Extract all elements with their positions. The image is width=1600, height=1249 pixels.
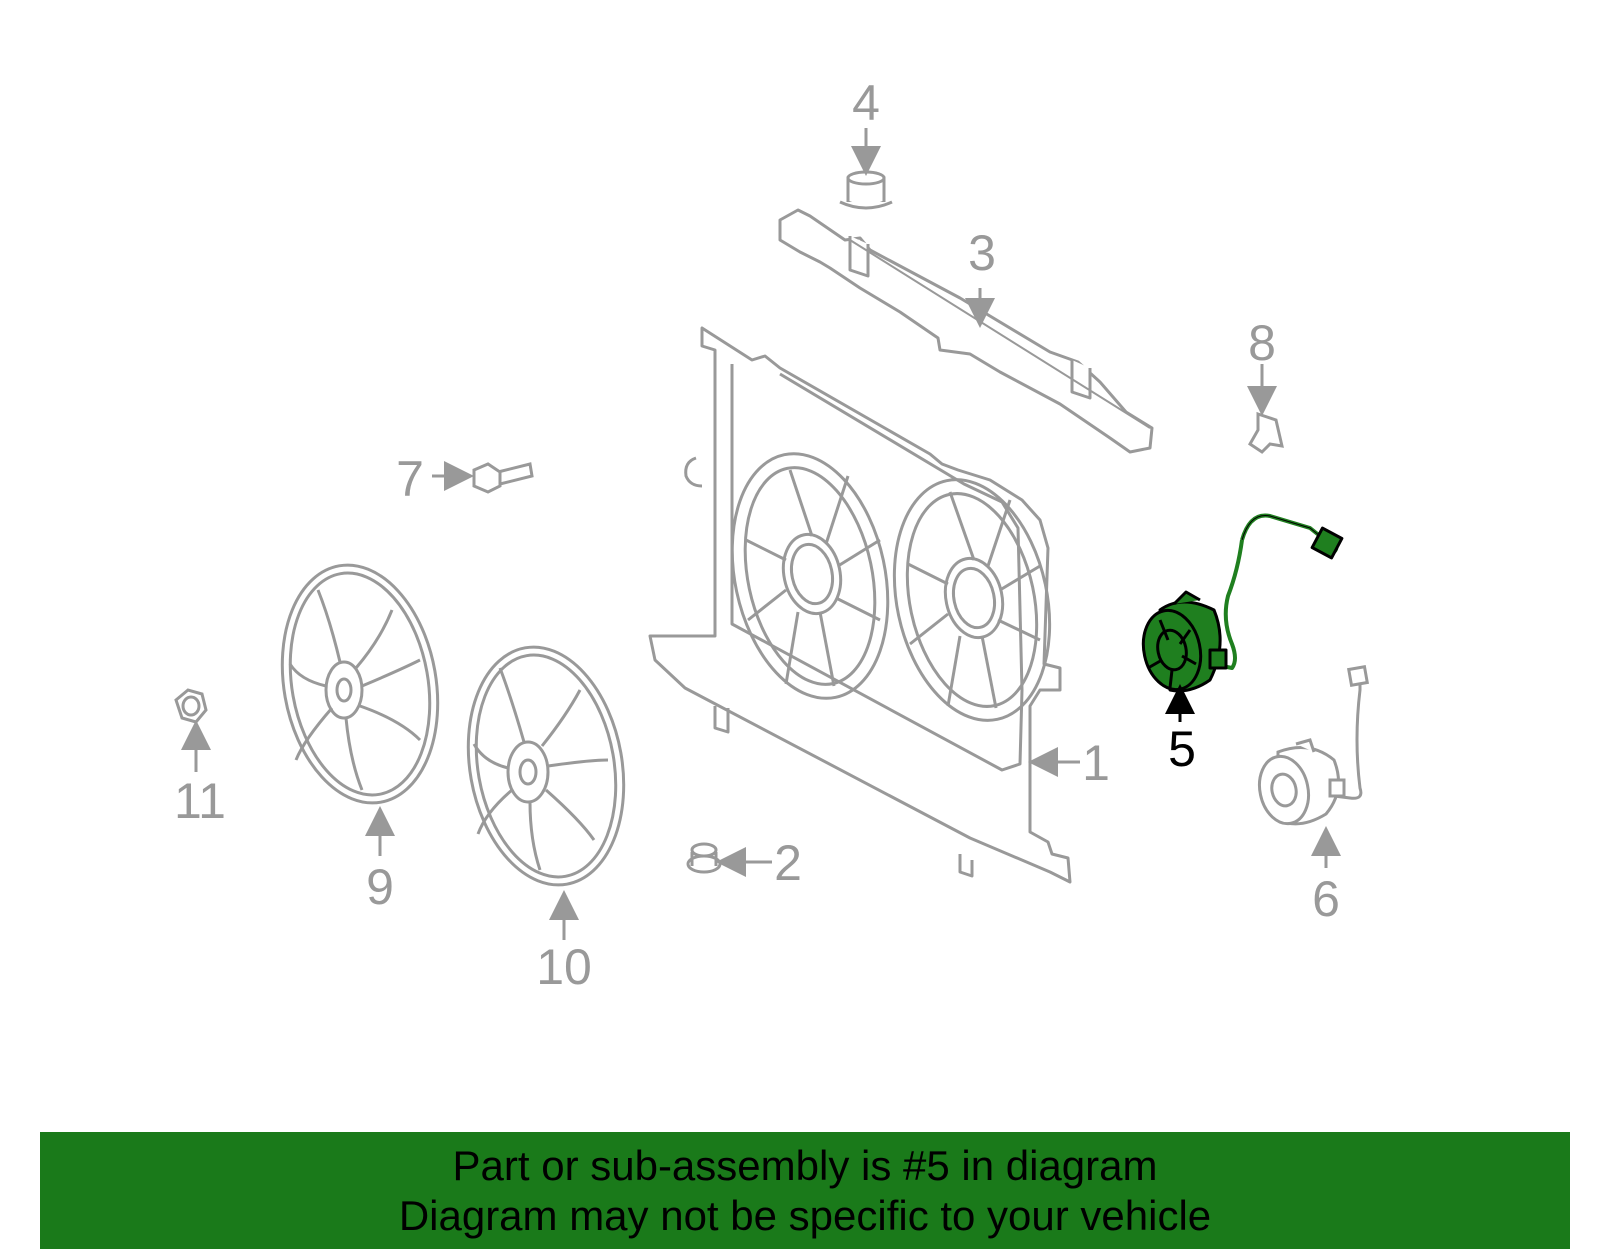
banner-line-disclaimer: Diagram may not be specific to your vehi… bbox=[398, 1191, 1212, 1239]
callout-2: 2 bbox=[774, 835, 802, 891]
parts-diagram: 4 3 8 7 1 2 11 9 10 6 5 bbox=[174, 75, 1370, 995]
part-7-bolt bbox=[472, 462, 534, 494]
callout-3: 3 bbox=[968, 225, 996, 281]
part-10-fan bbox=[466, 645, 626, 887]
callout-5: 5 bbox=[1168, 721, 1196, 777]
callout-4: 4 bbox=[852, 75, 880, 131]
part-9-fan bbox=[280, 563, 440, 805]
callout-7: 7 bbox=[396, 451, 424, 507]
info-banner: Part or sub-assembly is #5 in diagram Di… bbox=[40, 1132, 1570, 1249]
callout-11: 11 bbox=[174, 773, 226, 829]
banner-line-part: Part or sub-assembly is #5 in diagram bbox=[452, 1141, 1158, 1189]
part-8-clip bbox=[1248, 411, 1284, 454]
callout-8: 8 bbox=[1248, 315, 1276, 371]
part-11-nut bbox=[174, 688, 208, 724]
leader-lines bbox=[181, 128, 1341, 940]
part-4-cap bbox=[839, 170, 893, 210]
callout-6: 6 bbox=[1312, 871, 1340, 927]
part-5-motor-highlighted bbox=[1141, 513, 1344, 693]
callout-9: 9 bbox=[366, 859, 394, 915]
part-6-motor bbox=[1257, 664, 1370, 826]
part-1-shroud bbox=[648, 326, 1072, 884]
callout-10: 10 bbox=[536, 939, 592, 995]
part-2-grommet bbox=[686, 842, 722, 874]
callout-1: 1 bbox=[1082, 735, 1110, 791]
part-3-bracket bbox=[778, 208, 1154, 454]
